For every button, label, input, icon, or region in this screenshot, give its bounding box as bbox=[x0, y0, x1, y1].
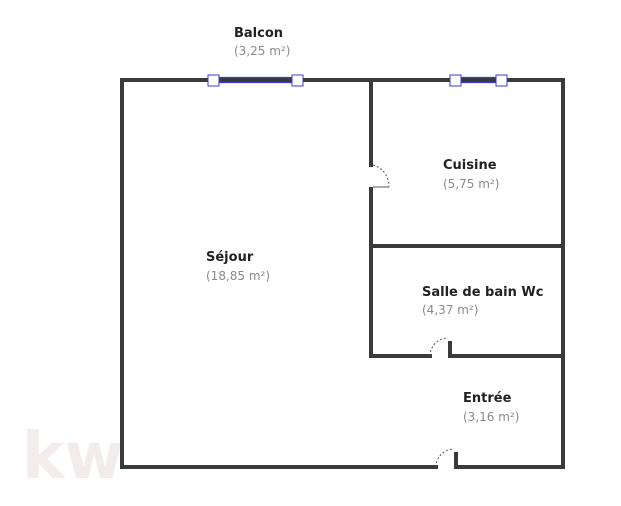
room-area: (18,85 m²) bbox=[206, 269, 270, 283]
room-area: (5,75 m²) bbox=[443, 177, 499, 191]
room-area: (3,25 m²) bbox=[234, 44, 290, 58]
room-name: Salle de bain Wc bbox=[422, 285, 543, 300]
room-salle-de-bain: Salle de bain Wc (4,37 m²) bbox=[422, 285, 543, 317]
room-name: Cuisine bbox=[443, 158, 497, 173]
interior-walls bbox=[369, 78, 565, 469]
window-frame-left bbox=[207, 74, 220, 87]
window-cuisine bbox=[449, 74, 508, 87]
room-sejour: Séjour (18,85 m²) bbox=[206, 250, 270, 283]
room-entree: Entrée (3,16 m²) bbox=[463, 391, 519, 424]
door-sdb-swing bbox=[429, 337, 449, 357]
room-cuisine: Cuisine (5,75 m²) bbox=[443, 158, 499, 191]
room-balcon: Balcon (3,25 m²) bbox=[234, 26, 290, 58]
window-balcon bbox=[207, 74, 304, 87]
outer-walls bbox=[120, 78, 565, 469]
room-area: (3,16 m²) bbox=[463, 410, 519, 424]
window-frame-right bbox=[495, 74, 508, 87]
room-name: Séjour bbox=[206, 250, 254, 265]
room-name: Entrée bbox=[463, 391, 512, 406]
window-frame-left bbox=[449, 74, 462, 87]
kw-watermark-logo: kw bbox=[22, 420, 124, 494]
window-frame-right bbox=[291, 74, 304, 87]
door-entree-swing bbox=[435, 448, 455, 468]
doors bbox=[372, 164, 455, 468]
room-name: Balcon bbox=[234, 26, 283, 41]
room-area: (4,37 m²) bbox=[422, 303, 478, 317]
door-cuisine-swing bbox=[372, 164, 390, 188]
